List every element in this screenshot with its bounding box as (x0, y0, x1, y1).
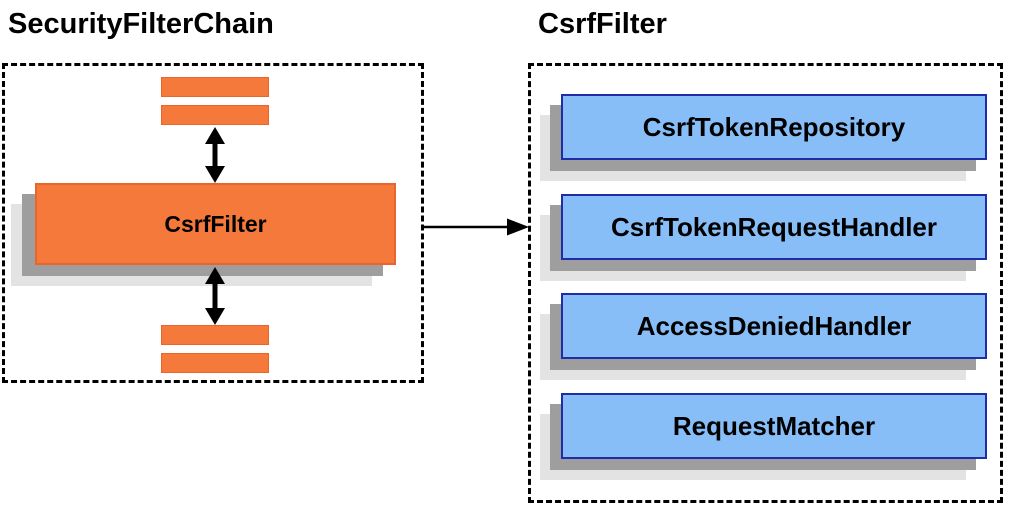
filter-placeholder-bar (161, 77, 269, 97)
filter-placeholder-bar (161, 105, 269, 125)
double-arrow-icon (205, 267, 225, 325)
component-box-request-matcher: RequestMatcher (561, 393, 987, 459)
component-box-csrf-token-repository: CsrfTokenRepository (561, 94, 987, 160)
component-box-access-denied-handler: AccessDeniedHandler (561, 293, 987, 359)
component-label: RequestMatcher (672, 410, 876, 441)
security-filter-chain-container (2, 63, 424, 383)
component-label: CsrfTokenRepository (642, 111, 906, 142)
double-arrow-icon (205, 127, 225, 183)
csrf-filter-box: CsrfFilter (35, 183, 396, 265)
component-label: CsrfTokenRequestHandler (610, 211, 938, 242)
csrf-filter-box-label: CsrfFilter (164, 210, 267, 237)
csrf-filter-container (528, 63, 1003, 503)
component-box-csrf-token-request-handler: CsrfTokenRequestHandler (561, 194, 987, 260)
arrow-right-icon (424, 218, 529, 236)
filter-placeholder-bar (161, 325, 269, 345)
component-label: AccessDeniedHandler (636, 310, 912, 341)
csrf-filter-title: CsrfFilter (538, 8, 667, 40)
security-filter-chain-title: SecurityFilterChain (8, 8, 274, 40)
filter-placeholder-bar (161, 353, 269, 373)
